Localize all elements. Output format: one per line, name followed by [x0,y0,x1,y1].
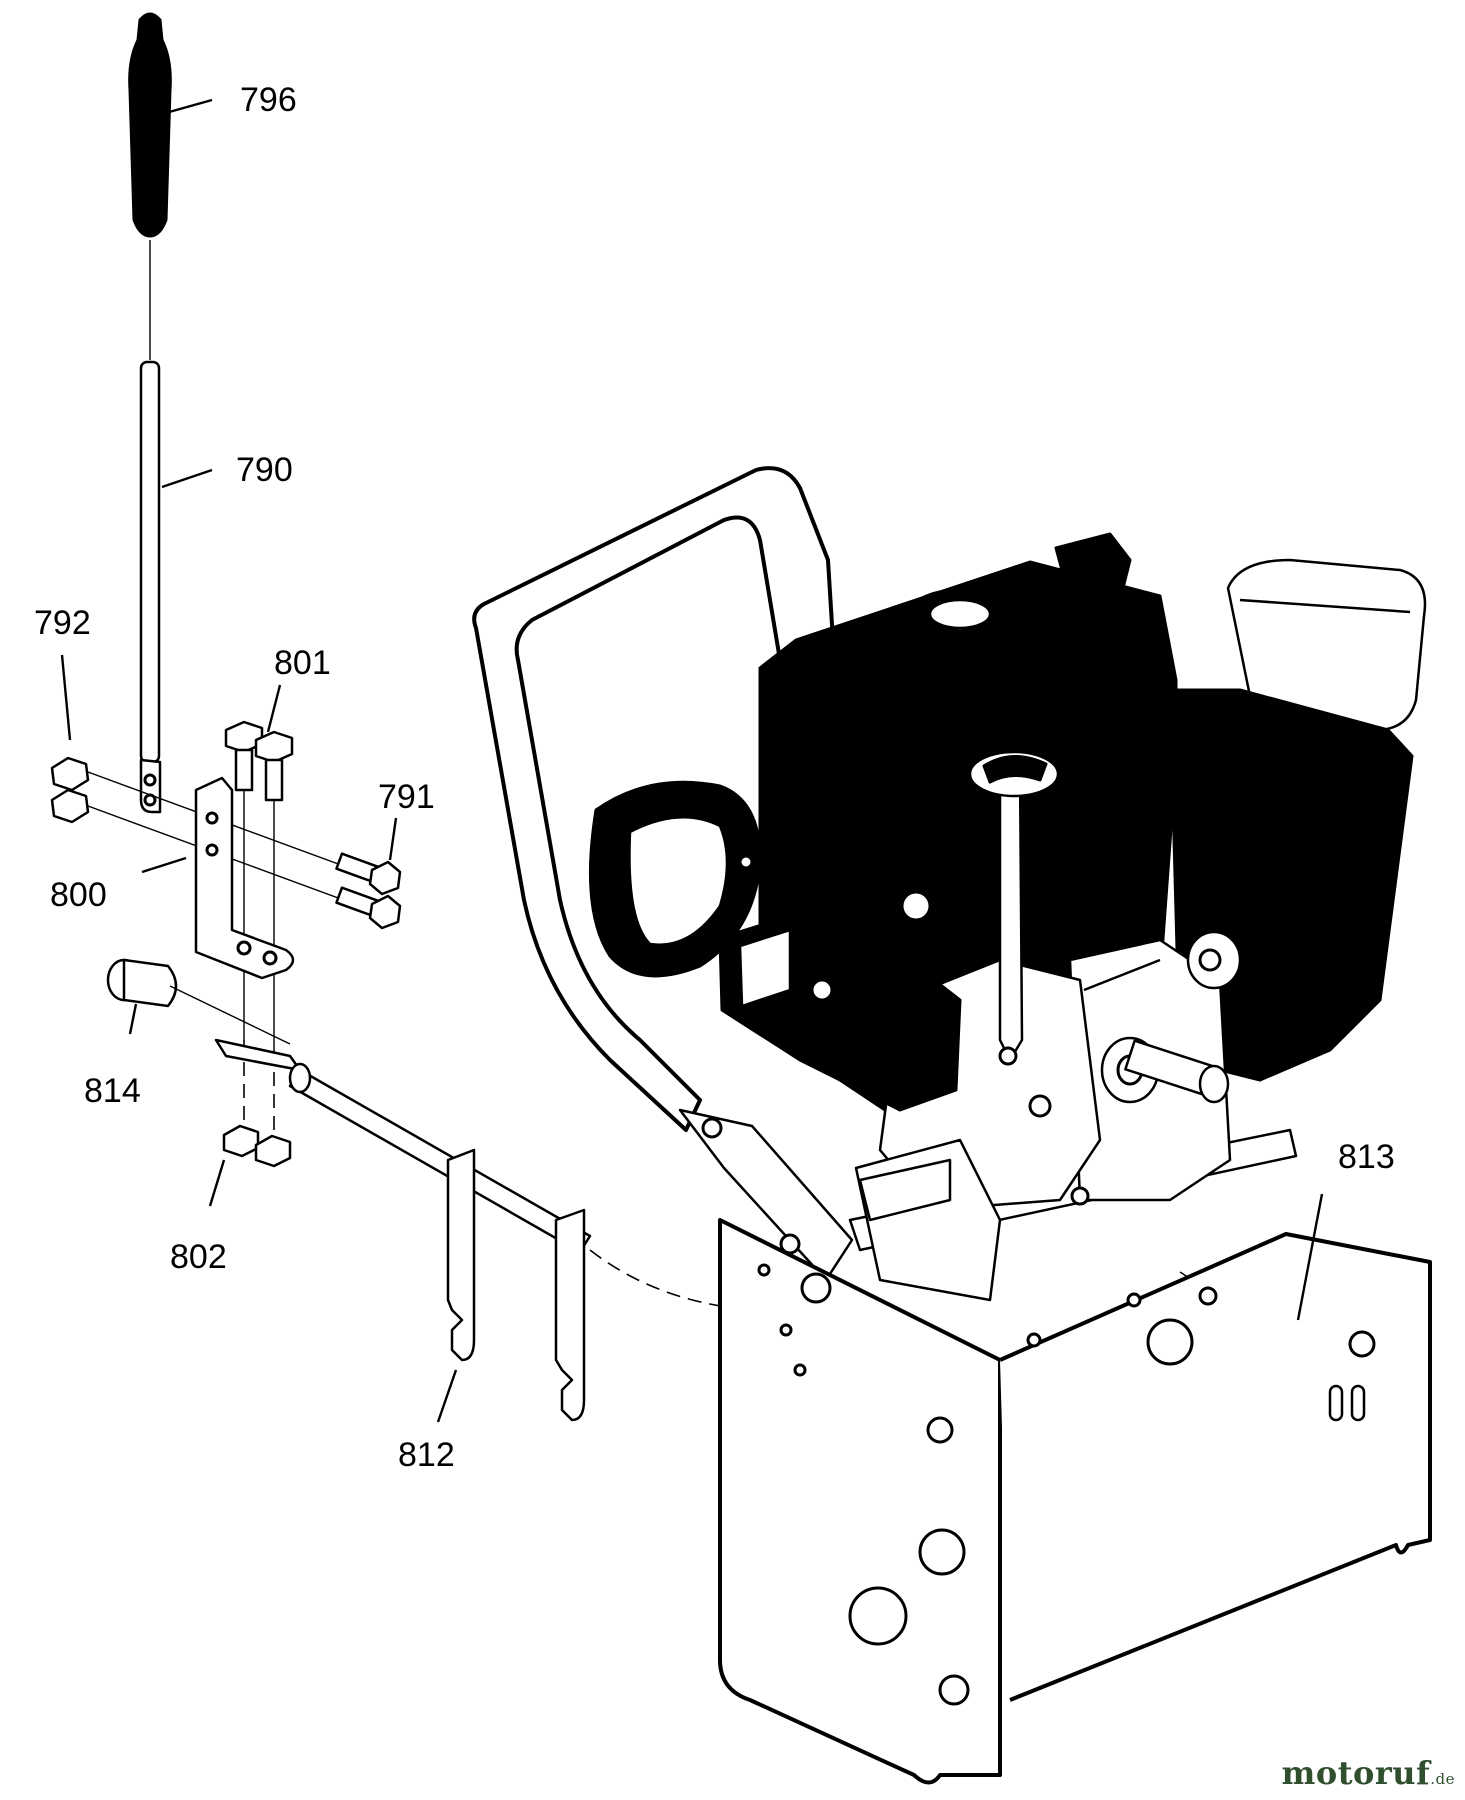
part-label-801: 801 [274,644,331,682]
bolts-801 [224,720,294,1050]
part-label-812: 812 [398,1436,455,1474]
watermark-tld: .de [1430,1770,1455,1788]
part-label-792: 792 [34,604,91,642]
part-label-813: 813 [1338,1138,1395,1176]
frame-handle [472,466,854,1282]
part-label-802: 802 [170,1238,227,1276]
watermark-brand: motoruf [1281,1754,1431,1792]
part-label-790: 790 [236,451,293,489]
engine [758,532,1427,1302]
leader-lines [60,98,1324,1423]
shift-shaft-812 [214,1038,821,1422]
part-labels: 796 790 792 801 791 800 814 802 812 813 [34,81,1395,1474]
part-label-800: 800 [50,876,107,914]
part-label-814: 814 [84,1072,141,1110]
shift-rod [139,360,162,814]
part-label-796: 796 [240,81,297,119]
hex-nuts-802 [222,1040,292,1168]
mounting-bracket-800 [194,776,295,980]
part-label-791: 791 [378,778,435,816]
engine-control-box [718,908,962,1112]
bushing-814 [106,958,291,1045]
recoil-cover [588,780,762,978]
bolts-791 [335,852,402,930]
shift-handle-grip [128,12,172,360]
motoruf-watermark: motoruf.de [1282,1754,1455,1792]
